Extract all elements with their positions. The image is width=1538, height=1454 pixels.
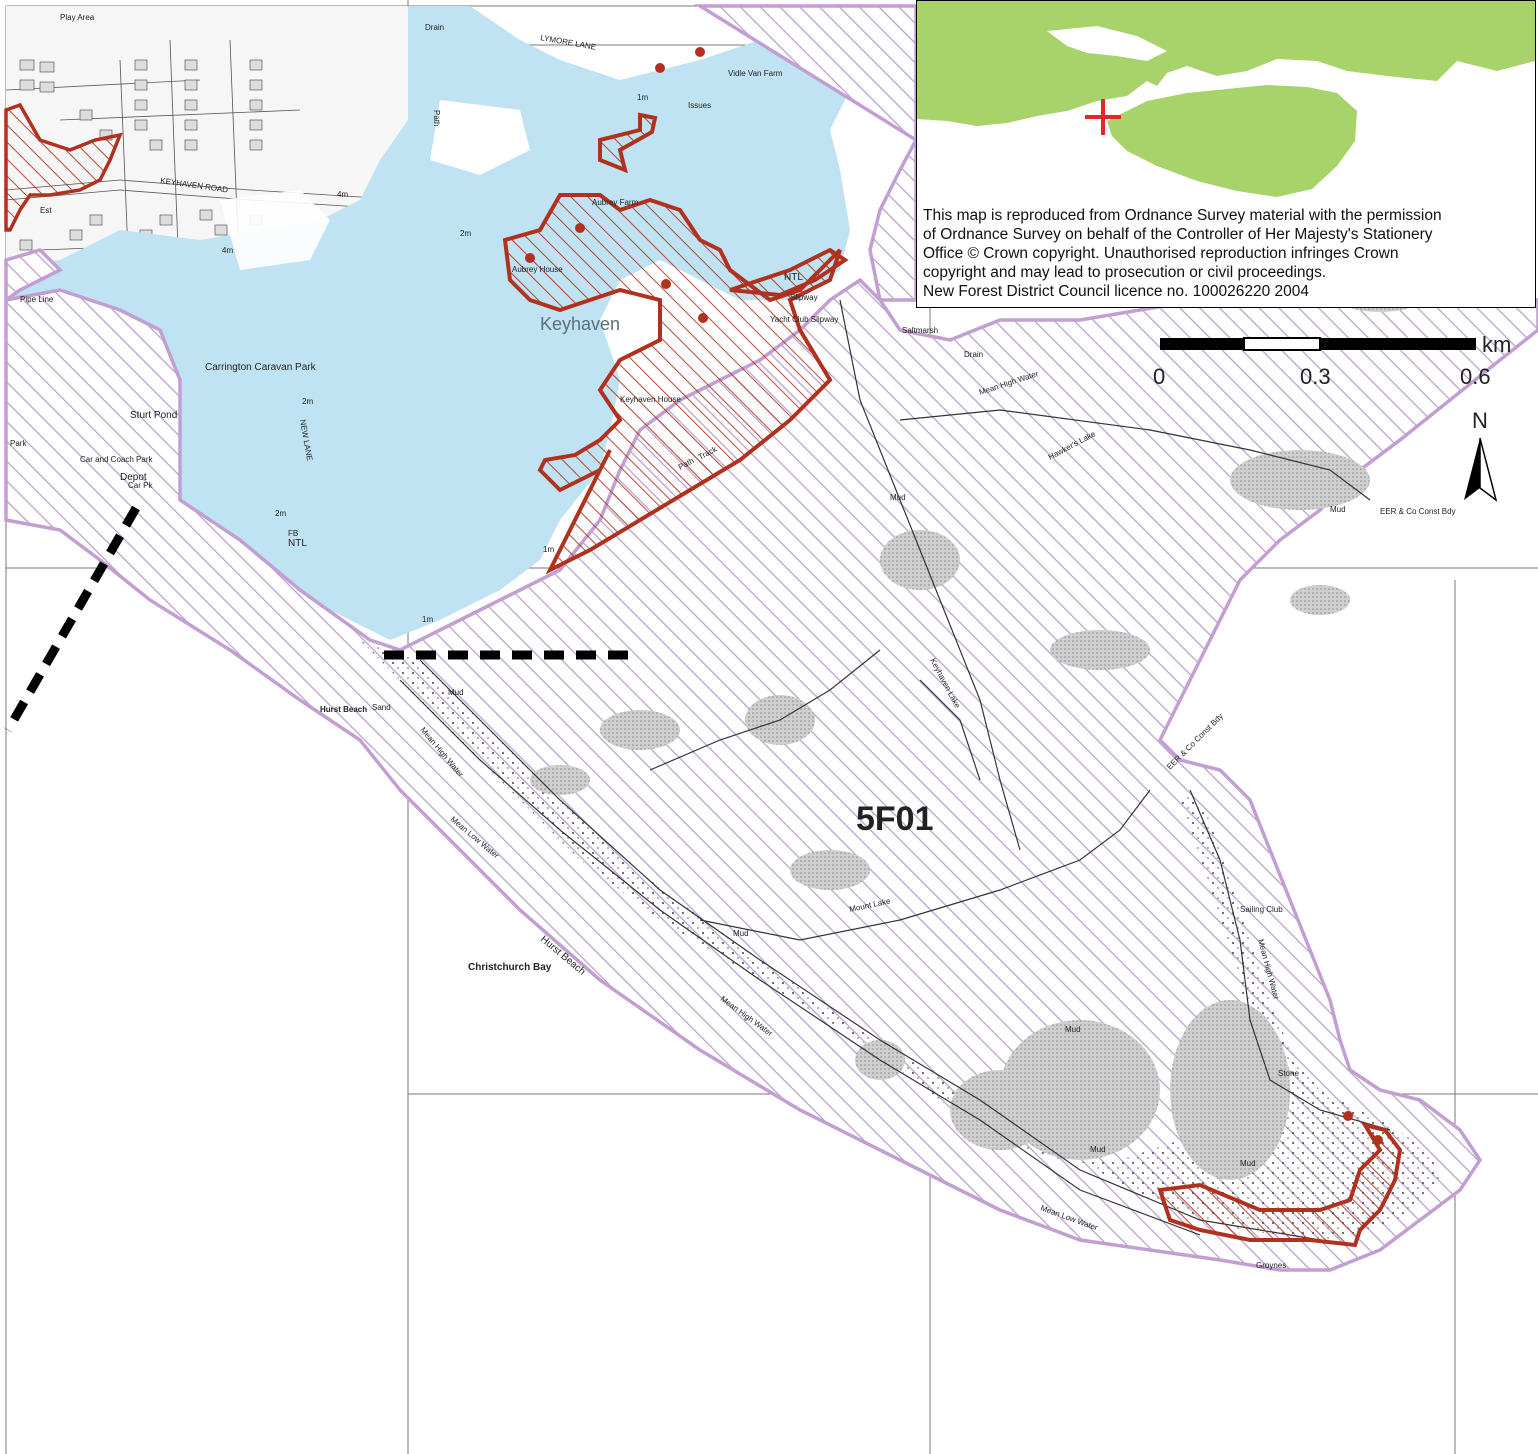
label-groynes: Groynes xyxy=(1256,1261,1286,1270)
label-eer-bdy-1: EER & Co Const Bdy xyxy=(1380,507,1456,516)
label-play-area: Play Area xyxy=(60,13,95,22)
scale-tick-2: 0.6 xyxy=(1460,364,1491,389)
label-saltmarsh: Saltmarsh xyxy=(902,326,938,335)
red-zone-north xyxy=(502,112,849,575)
label-hurst-beach-left: Hurst Beach xyxy=(320,705,367,714)
label-mud-1: Mud xyxy=(448,688,464,697)
label-mud-2: Mud xyxy=(890,493,906,502)
label-h-1m-b: 1m xyxy=(543,545,554,554)
label-mud-6: Mud xyxy=(1090,1145,1106,1154)
inset-panel: This map is reproduced from Ordnance Sur… xyxy=(916,0,1536,308)
label-mud-4: Mud xyxy=(733,929,749,938)
label-h-1m: 1m xyxy=(637,93,648,102)
flood-zone-area xyxy=(6,6,916,640)
label-h-2m: 2m xyxy=(460,229,471,238)
site-markers xyxy=(525,47,1383,1145)
label-carrington: Carrington Caravan Park xyxy=(205,362,317,373)
label-h-2m-c: 2m xyxy=(275,509,286,518)
label-yacht-club: Yacht Club Slipway xyxy=(770,315,838,324)
copyright-line-4: copyright and may lead to prosecution or… xyxy=(923,264,1327,281)
label-stone: Stone xyxy=(1278,1069,1299,1078)
scale-tick-0: 0 xyxy=(1153,364,1165,389)
label-slipway: Slipway xyxy=(790,293,818,302)
inset-marker xyxy=(1085,99,1121,135)
label-car-pk: Car Pk xyxy=(128,481,153,490)
scale-tick-1: 0.3 xyxy=(1300,364,1331,389)
label-mud-7: Mud xyxy=(1240,1159,1256,1168)
label-aubrey-farm: Aubrey Farm xyxy=(592,198,639,207)
label-keyhaven: Keyhaven xyxy=(540,314,620,334)
copyright-line-5: New Forest District Council licence no. … xyxy=(923,283,1309,300)
beach-band xyxy=(360,640,1440,1240)
label-path-1: Path xyxy=(432,110,441,126)
label-sand: Sand xyxy=(372,703,391,712)
label-keyhaven-house: Keyhaven House xyxy=(620,395,681,404)
label-fb: FB xyxy=(288,529,298,538)
label-sailing-club: Sailing Club xyxy=(1240,905,1283,914)
label-car-park: Car and Coach Park xyxy=(80,455,153,464)
inset-isle-of-wight xyxy=(1107,85,1357,197)
copyright-notice: This map is reproduced from Ordnance Sur… xyxy=(923,206,1533,301)
scale-unit: km xyxy=(1482,332,1511,357)
label-est: Est xyxy=(40,206,52,215)
label-christchurch-bay: Christchurch Bay xyxy=(468,962,552,973)
label-pipe-line: Pipe Line xyxy=(20,295,54,304)
label-h-2m-b: 2m xyxy=(302,397,313,406)
label-h-1m-c: 1m xyxy=(422,615,433,624)
label-ntl-1: NTL xyxy=(784,272,803,283)
zone-label: 5F01 xyxy=(856,800,934,838)
scale-bar: km 0 0.3 0.6 xyxy=(1153,332,1511,389)
label-drain-2: Drain xyxy=(964,350,983,359)
boundary-dashed-diagonal xyxy=(4,505,140,733)
label-aubrey-house: Aubrey House xyxy=(512,265,563,274)
label-issues: Issues xyxy=(688,101,711,110)
label-sturt-pond: Sturt Pond xyxy=(130,410,177,421)
label-ntl-2: NTL xyxy=(288,538,307,549)
copyright-line-3: Office © Crown copyright. Unauthorised r… xyxy=(923,245,1399,262)
copyright-line-2: of Ordnance Survey on behalf of the Cont… xyxy=(923,226,1433,243)
label-vidle-van-farm: Vidle Van Farm xyxy=(728,69,783,78)
copyright-line-1: This map is reproduced from Ordnance Sur… xyxy=(923,207,1442,224)
inset-locator-map xyxy=(917,1,1535,201)
label-park: Park xyxy=(10,439,27,448)
label-drain-1: Drain xyxy=(425,23,444,32)
channels xyxy=(399,299,1391,1241)
red-zone-west xyxy=(4,102,123,232)
label-h-4m-b: 4m xyxy=(222,246,233,255)
inset-water-estuary xyxy=(1047,26,1167,61)
north-arrow: N xyxy=(1464,408,1498,502)
north-label: N xyxy=(1472,408,1488,433)
label-mud-3: Mud xyxy=(1330,505,1346,514)
label-depot: Depot xyxy=(120,472,147,483)
label-mud-5: Mud xyxy=(1065,1025,1081,1034)
red-zone-south xyxy=(1157,1121,1403,1248)
label-h-4m: 4m xyxy=(337,190,348,199)
